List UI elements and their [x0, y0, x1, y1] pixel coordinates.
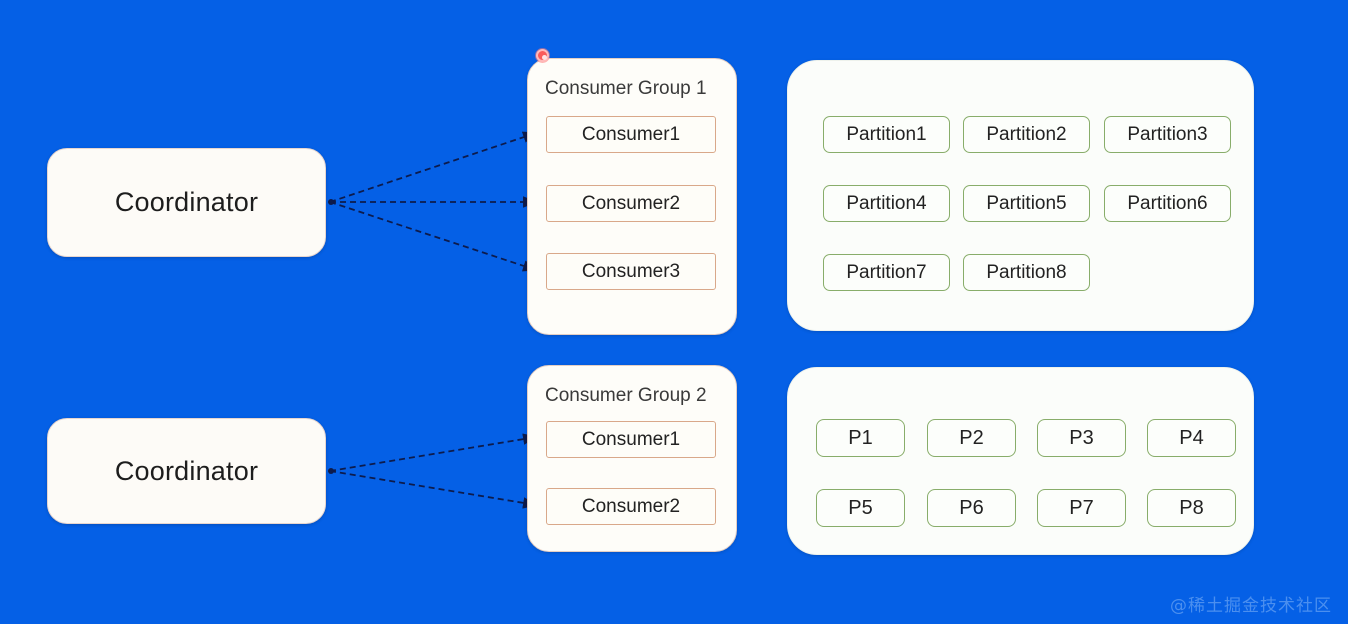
partition-chip-4-label: Partition4 [846, 192, 927, 214]
p-chip-5[interactable]: P5 [816, 489, 905, 527]
coordinator-top-label: Coordinator [114, 187, 259, 217]
p-chip-2-label: P2 [959, 426, 984, 449]
p-chip-4[interactable]: P4 [1147, 419, 1236, 457]
partition-chip-8-label: Partition8 [986, 261, 1067, 283]
p-chip-4-label: P4 [1179, 426, 1204, 449]
partition-chip-5[interactable]: Partition5 [963, 185, 1090, 222]
partition-chip-7-label: Partition7 [846, 261, 927, 283]
p-chip-8[interactable]: P8 [1147, 489, 1236, 527]
coordinator-bottom[interactable]: Coordinator [47, 418, 326, 524]
arrow-coordinator2-to-consumer2 [329, 470, 538, 509]
p-chip-7[interactable]: P7 [1037, 489, 1126, 527]
p-chip-1[interactable]: P1 [816, 419, 905, 457]
consumer-chip-g2-2-label: Consumer2 [581, 495, 681, 517]
arrow-coordinator1-to-consumer1 [329, 131, 538, 203]
partition-chip-1-label: Partition1 [846, 123, 927, 145]
partition-chip-6[interactable]: Partition6 [1104, 185, 1231, 222]
partition-chip-8[interactable]: Partition8 [963, 254, 1090, 291]
consumer-group-2-panel[interactable]: Consumer Group 2 Consumer1 Consumer2 [527, 365, 737, 552]
consumer-chip-g1-2[interactable]: Consumer2 [546, 185, 716, 222]
partition-panel-top[interactable]: Partition1 Partition2 Partition3 Partiti… [787, 60, 1254, 331]
p-chip-1-label: P1 [848, 426, 873, 449]
consumer-chip-g1-1[interactable]: Consumer1 [546, 116, 716, 153]
consumer-chip-g1-3[interactable]: Consumer3 [546, 253, 716, 290]
selection-handle[interactable] [536, 49, 549, 62]
watermark: @稀土掘金技术社区 [1170, 596, 1332, 616]
p-chip-3[interactable]: P3 [1037, 419, 1126, 457]
consumer-chip-g1-3-label: Consumer3 [581, 260, 681, 282]
partition-chip-3[interactable]: Partition3 [1104, 116, 1231, 153]
partition-chip-4[interactable]: Partition4 [823, 185, 950, 222]
p-chip-3-label: P3 [1069, 426, 1094, 449]
consumer-chip-g2-1-label: Consumer1 [581, 428, 681, 450]
coordinator-bottom-label: Coordinator [114, 455, 259, 486]
p-chip-8-label: P8 [1179, 496, 1204, 519]
p-chip-6-label: P6 [959, 496, 984, 519]
arrow-coordinator1-to-consumer3 [329, 201, 538, 272]
coordinator-top[interactable]: Coordinator [47, 148, 326, 257]
consumer-group-1-title: Consumer Group 1 [545, 78, 707, 99]
partition-chip-5-label: Partition5 [986, 192, 1067, 214]
consumer-chip-g2-1[interactable]: Consumer1 [546, 421, 716, 458]
partition-chip-3-label: Partition3 [1127, 123, 1208, 145]
partition-chip-2-label: Partition2 [986, 123, 1067, 145]
partition-panel-bottom[interactable]: P1 P2 P3 P4 P5 P6 P7 P8 [787, 367, 1254, 555]
partition-chip-7[interactable]: Partition7 [823, 254, 950, 291]
p-chip-2[interactable]: P2 [927, 419, 1016, 457]
partition-chip-6-label: Partition6 [1127, 192, 1208, 214]
consumer-chip-g1-2-label: Consumer2 [581, 192, 681, 214]
consumer-chip-g2-2[interactable]: Consumer2 [546, 488, 716, 525]
p-chip-6[interactable]: P6 [927, 489, 1016, 527]
partition-chip-1[interactable]: Partition1 [823, 116, 950, 153]
p-chip-7-label: P7 [1069, 496, 1094, 519]
p-chip-5-label: P5 [848, 496, 873, 519]
partition-chip-2[interactable]: Partition2 [963, 116, 1090, 153]
consumer-chip-g1-1-label: Consumer1 [581, 123, 681, 145]
consumer-group-2-title: Consumer Group 2 [545, 385, 707, 406]
arrow-coordinator2-to-consumer1 [329, 433, 538, 472]
consumer-group-1-panel[interactable]: Consumer Group 1 Consumer1 Consumer2 Con… [527, 58, 737, 335]
